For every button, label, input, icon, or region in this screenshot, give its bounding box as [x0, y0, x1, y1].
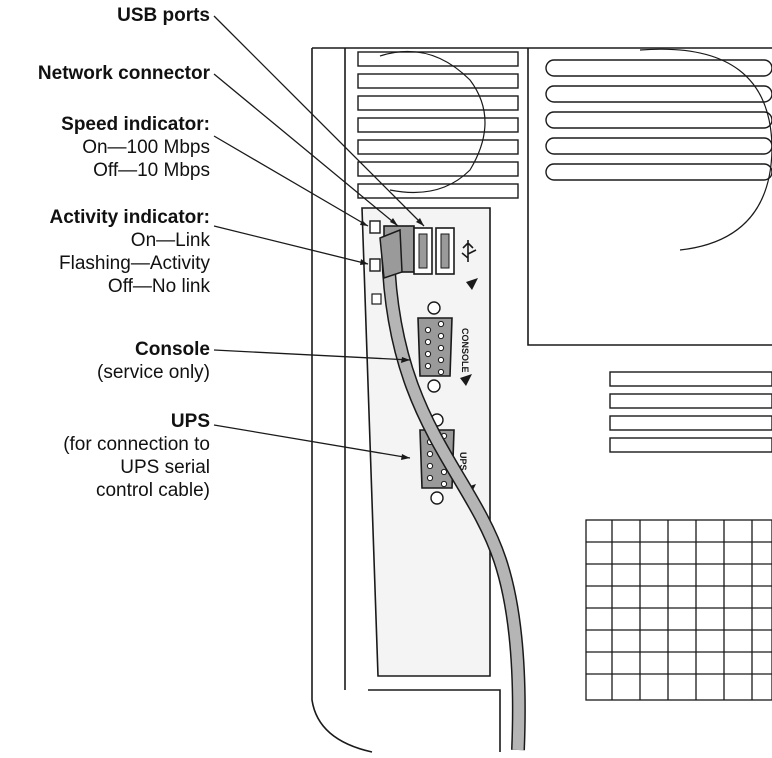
- label-ups-title: UPS: [170, 411, 210, 432]
- vent-slats: [609, 371, 772, 453]
- fan-grille-left: [357, 51, 519, 199]
- chassis-bottom: [368, 689, 501, 752]
- leader-network: [213, 73, 399, 227]
- console-port-text: CONSOLE: [460, 328, 470, 373]
- io-panel: CONSOLE UPS: [361, 207, 491, 677]
- label-activity-title: Activity indicator:: [49, 207, 210, 228]
- chassis-left-edge: [311, 48, 373, 753]
- network-plug: [379, 228, 403, 280]
- label-activity-line: Off—No link: [107, 276, 210, 297]
- fan-blade-outline: [379, 50, 486, 193]
- console-db9-port: [417, 317, 453, 377]
- label-speed-line: Off—10 Mbps: [93, 160, 210, 181]
- leader-usb: [213, 15, 425, 227]
- label-speed-line: On—100 Mbps: [82, 137, 210, 158]
- label-console: Console (service only): [97, 338, 210, 384]
- label-network-title: Network connector: [37, 63, 210, 84]
- fan-grille-right: [545, 59, 772, 181]
- leader-speed: [213, 135, 369, 227]
- usb-symbol-icon: [461, 240, 477, 262]
- label-activity-line: Flashing—Activity: [59, 253, 210, 274]
- grid-vent: [585, 519, 772, 701]
- label-ups-line: UPS serial: [120, 457, 210, 478]
- label-speed-indicator: Speed indicator: On—100 Mbps Off—10 Mbps: [61, 113, 210, 182]
- label-console-line: (service only): [97, 362, 210, 383]
- label-console-title: Console: [135, 339, 210, 360]
- label-ups-line: control cable): [95, 480, 210, 501]
- label-activity-line: On—Link: [130, 230, 210, 251]
- speed-led: [369, 220, 381, 234]
- label-activity-indicator: Activity indicator: On—Link Flashing—Act…: [50, 206, 210, 298]
- chassis-divider: [527, 48, 772, 346]
- label-usb-ports: USB ports: [117, 4, 210, 27]
- label-usb-title: USB ports: [117, 5, 210, 26]
- activity-led: [369, 258, 381, 272]
- leader-console: [213, 349, 411, 361]
- label-ups-line: (for connection to: [63, 434, 210, 455]
- label-network-connector: Network connector: [38, 62, 210, 85]
- label-speed-title: Speed indicator:: [61, 114, 210, 135]
- ups-port-text: UPS: [458, 452, 468, 471]
- leader-activity: [213, 225, 369, 265]
- label-ups: UPS (for connection to UPS serial contro…: [63, 410, 210, 502]
- leader-ups: [213, 424, 411, 459]
